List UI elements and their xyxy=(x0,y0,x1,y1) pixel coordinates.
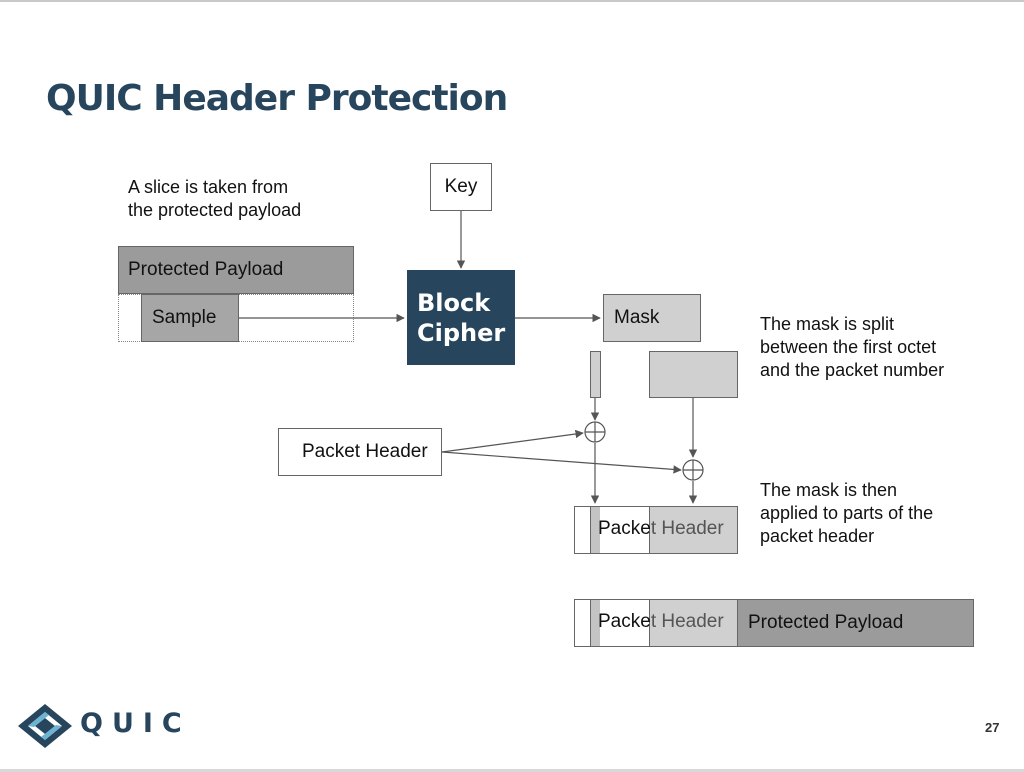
header-to-xor2-arrow xyxy=(441,451,682,474)
masked-header-plain-segment xyxy=(600,506,650,554)
sample-label: Sample xyxy=(152,307,217,328)
sample-box: Sample xyxy=(141,294,239,342)
split-note-line1: The mask is split xyxy=(760,314,895,334)
protected-packet-pn-segment xyxy=(649,599,738,647)
applied-note-line3: packet header xyxy=(760,526,875,546)
masked-header-pn-segment xyxy=(649,506,738,554)
protected-packet-label-plain: Packe xyxy=(598,611,651,632)
applied-note: The mask is then applied to parts of the… xyxy=(760,479,933,548)
applied-note-line1: The mask is then xyxy=(760,480,898,500)
masked-header-label: Packet Header xyxy=(598,518,724,540)
slice-note-line2: the protected payload xyxy=(128,200,302,220)
bottom-border xyxy=(0,769,1024,772)
cipher-label-line2: Cipher xyxy=(417,319,506,347)
protected-payload-box: Protected Payload xyxy=(118,246,354,294)
protected-packet-plain-segment xyxy=(600,599,650,647)
key-label: Key xyxy=(444,176,478,197)
mask-label: Mask xyxy=(614,307,660,328)
mask-packet-number-piece xyxy=(649,351,738,398)
slice-note-line1: A slice is taken from xyxy=(128,177,289,197)
masked-header-label-masked: t Header xyxy=(650,518,724,539)
protected-packet-payload-label: Protected Payload xyxy=(748,612,904,633)
block-cipher-box: Block Cipher xyxy=(407,270,515,365)
protected-packet-payload: Protected Payload xyxy=(737,599,974,647)
split-note-line2: between the first octet xyxy=(760,337,937,357)
quic-logo-text: QUIC xyxy=(80,708,191,739)
mask-first-octet-piece xyxy=(590,351,601,398)
mask-box: Mask xyxy=(603,294,701,342)
masked-header-label-plain: Packe xyxy=(598,518,651,539)
header-to-xor1-arrow xyxy=(441,429,584,453)
split-note: The mask is split between the first octe… xyxy=(760,313,944,382)
protected-packet-header-label: Packet Header xyxy=(598,611,724,633)
slice-note: A slice is taken from the protected payl… xyxy=(128,176,301,222)
xor-symbol-2 xyxy=(682,459,704,481)
xor-symbol-1 xyxy=(584,421,606,443)
key-box: Key xyxy=(430,163,492,211)
protected-payload-label: Protected Payload xyxy=(128,259,284,280)
applied-note-line2: applied to parts of the xyxy=(760,503,934,523)
top-border xyxy=(0,0,1024,2)
page-number: 27 xyxy=(985,720,1000,735)
cipher-label-line1: Block xyxy=(417,289,491,317)
packet-header-box: Packet Header xyxy=(278,428,442,476)
split-note-line3: and the packet number xyxy=(760,360,945,380)
quic-logo-mark xyxy=(18,704,72,748)
slide-title: QUIC Header Protection xyxy=(46,78,508,119)
packet-header-label: Packet Header xyxy=(302,441,428,462)
protected-packet-label-masked: t Header xyxy=(650,611,724,632)
